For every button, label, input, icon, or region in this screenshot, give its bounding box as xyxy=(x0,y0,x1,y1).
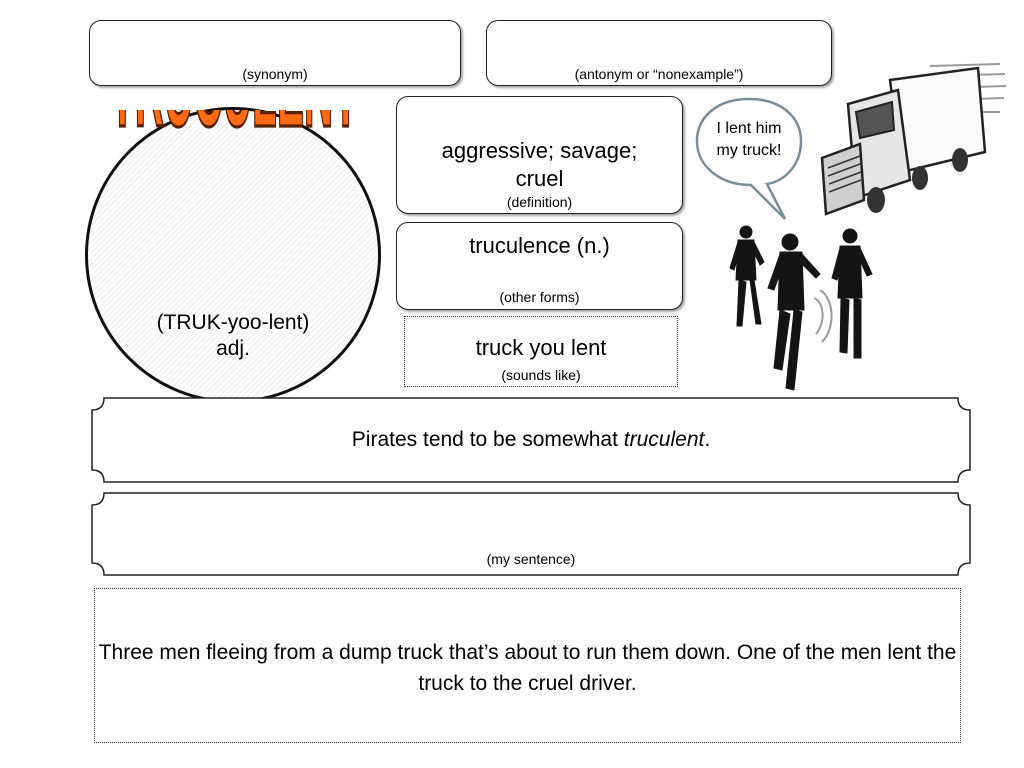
sounds-like-box: truck you lent (sounds like) xyxy=(404,316,678,387)
dump-truck-illustration xyxy=(820,63,1007,216)
synonym-box: (synonym) xyxy=(89,20,461,86)
sounds-like-text: truck you lent xyxy=(475,335,607,360)
vocab-word: TRUCULENT xyxy=(110,110,358,153)
antonym-box: (antonym or “nonexample”) xyxy=(486,20,832,86)
example-sentence-emphasis: truculent xyxy=(623,428,705,451)
vocab-word-circle: TRUCULENT (TRUK-yoo-lent) adj. xyxy=(85,107,381,403)
pronunciation: (TRUK-yoo-lent) xyxy=(156,311,310,334)
my-sentence-label: (my sentence) xyxy=(486,551,576,567)
example-sentence-box: Pirates tend to be somewhat truculent. xyxy=(90,396,972,484)
example-sentence-after: . xyxy=(704,428,711,451)
other-forms-label: (other forms) xyxy=(499,289,580,305)
example-sentence-frame xyxy=(91,397,971,483)
sounds-like-label: (sounds like) xyxy=(501,367,581,383)
antonym-label: (antonym or “nonexample”) xyxy=(574,66,744,82)
example-sentence-before: Pirates tend to be somewhat xyxy=(351,428,624,451)
other-forms-text: truculence (n.) xyxy=(469,233,610,258)
other-forms-box: truculence (n.) (other forms) xyxy=(396,222,683,310)
picture-description: Three men fleeing from a dump truck that… xyxy=(98,641,957,695)
speech-bubble-line2: my truck! xyxy=(716,142,782,159)
speech-bubble xyxy=(695,97,803,220)
example-sentence: Pirates tend to be somewhat truculent. xyxy=(90,428,972,452)
definition-text: aggressive; savage; cruel xyxy=(441,138,638,191)
speech-bubble-line1: I lent him xyxy=(716,120,782,137)
part-of-speech: adj. xyxy=(216,337,250,360)
synonym-label: (synonym) xyxy=(242,66,308,82)
definition-box: aggressive; savage; cruel (definition) xyxy=(396,96,683,214)
picture-description-box: Three men fleeing from a dump truck that… xyxy=(94,588,961,743)
definition-label: (definition) xyxy=(506,194,573,210)
running-men-illustration xyxy=(729,225,873,391)
vocab-word-art: TRUCULENT xyxy=(109,110,359,154)
my-sentence-frame xyxy=(91,492,971,576)
speech-bubble-text: I lent him my truck! xyxy=(693,118,805,162)
my-sentence-box: (my sentence) xyxy=(90,491,972,577)
